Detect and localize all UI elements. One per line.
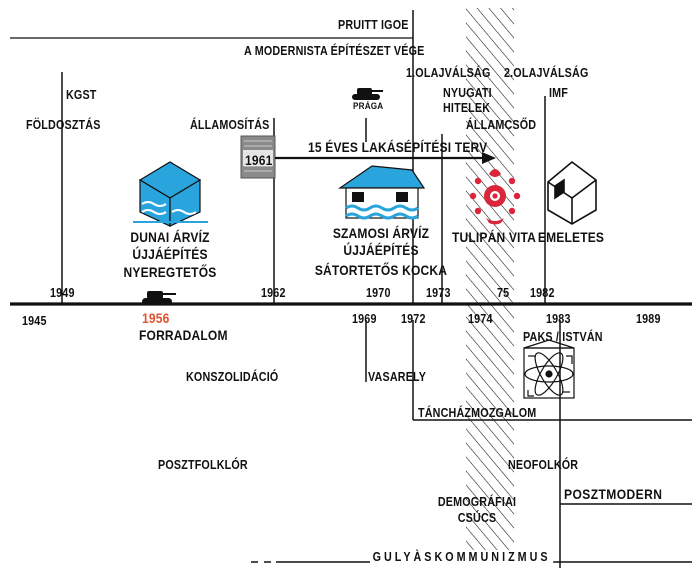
year-1969: 1969 bbox=[352, 312, 377, 326]
year-1983: 1983 bbox=[546, 312, 571, 326]
label-tulipan-vita: TULIPÁN VITA bbox=[451, 229, 537, 245]
label-allamcsod: ÁLLAMCSŐD bbox=[466, 118, 537, 132]
label-pruitt-igoe: PRUITT IGOE bbox=[338, 18, 409, 32]
year-1973: 1973 bbox=[426, 286, 451, 300]
label-olajvalsag-2: 2.OLAJVÁLSÁG bbox=[504, 66, 589, 80]
year-75: 75 bbox=[497, 286, 510, 300]
year-1962: 1962 bbox=[261, 286, 286, 300]
label-satortetos-kocka: SÁTORTETŐS KOCKA bbox=[314, 262, 448, 278]
tank-icon-praga bbox=[352, 88, 383, 100]
label-paks-istvan: PAKS / ISTVÁN bbox=[523, 330, 603, 344]
label-neofolkor: NEOFOLKÓR bbox=[508, 458, 579, 472]
label-imf: IMF bbox=[549, 86, 569, 100]
label-szamosi-ujjaepites: ÚJJÁÉPÍTÉS bbox=[343, 242, 419, 258]
year-1972: 1972 bbox=[401, 312, 426, 326]
label-emeletes: EMELETES bbox=[537, 229, 605, 245]
house-flood-icon-szamosi bbox=[338, 165, 426, 220]
year-1970: 1970 bbox=[366, 286, 391, 300]
label-15-eves-terv: 15 ÉVES LAKÁSÉPÍTÉSI TERV bbox=[308, 139, 488, 155]
label-hitelek: HITELEK bbox=[443, 101, 491, 115]
label-nyugati: NYUGATI bbox=[443, 86, 492, 100]
label-csucs: CSÚCS bbox=[457, 511, 497, 525]
label-forradalom: FORRADALOM bbox=[139, 327, 228, 343]
label-szamosi-arviz: SZAMOSI ÁRVÍZ bbox=[332, 225, 430, 241]
label-posztfolklor: POSZTFOLKLÓR bbox=[158, 458, 248, 472]
label-olajvalsag-1: 1.OLAJVÁLSÁG bbox=[406, 66, 491, 80]
label-1961: 1961 bbox=[245, 152, 273, 168]
arrow-right-icon bbox=[275, 152, 496, 164]
tank-icon-1956 bbox=[142, 291, 176, 305]
year-1989: 1989 bbox=[636, 312, 661, 326]
label-gulyaskommunizmus: GULYÀSKOMMUNIZMUS bbox=[370, 550, 554, 566]
building-1961-icon bbox=[240, 135, 276, 179]
hatched-band bbox=[466, 8, 514, 564]
label-tanchazmozgalom: TÁNCHÁZMOZGALOM bbox=[418, 406, 537, 420]
label-praga: PRÁGA bbox=[353, 101, 384, 112]
year-1982: 1982 bbox=[530, 286, 555, 300]
house-flood-icon-dunai bbox=[133, 161, 208, 227]
label-nyeregtetos: NYEREGTETŐS bbox=[123, 264, 217, 280]
label-kgst: KGST bbox=[66, 88, 97, 102]
label-vasarely: VASARELY bbox=[368, 370, 427, 384]
year-1956: 1956 bbox=[142, 310, 170, 326]
year-1949: 1949 bbox=[50, 286, 75, 300]
label-dunai-ujjaepites: ÚJJÁÉPÍTÉS bbox=[132, 246, 208, 262]
house-icon-emeletes bbox=[547, 160, 597, 225]
label-foldosztas: FÖLDOSZTÁS bbox=[26, 118, 101, 132]
atom-emblem-icon bbox=[523, 339, 575, 399]
label-posztmodern: POSZTMODERN bbox=[564, 486, 663, 502]
tulip-emblem-icon bbox=[469, 169, 521, 225]
label-modernista: A MODERNISTA ÉPÍTÉSZET VÉGE bbox=[244, 44, 425, 58]
label-dunai-arviz: DUNAI ÁRVÍZ bbox=[130, 229, 210, 245]
year-1974: 1974 bbox=[468, 312, 493, 326]
label-konszolidacio: KONSZOLIDÁCIÓ bbox=[186, 370, 279, 384]
label-demografiai: DEMOGRÁFIAI bbox=[437, 495, 517, 509]
year-1945: 1945 bbox=[22, 314, 47, 328]
label-allamositas: ÁLLAMOSÍTÁS bbox=[190, 118, 270, 132]
